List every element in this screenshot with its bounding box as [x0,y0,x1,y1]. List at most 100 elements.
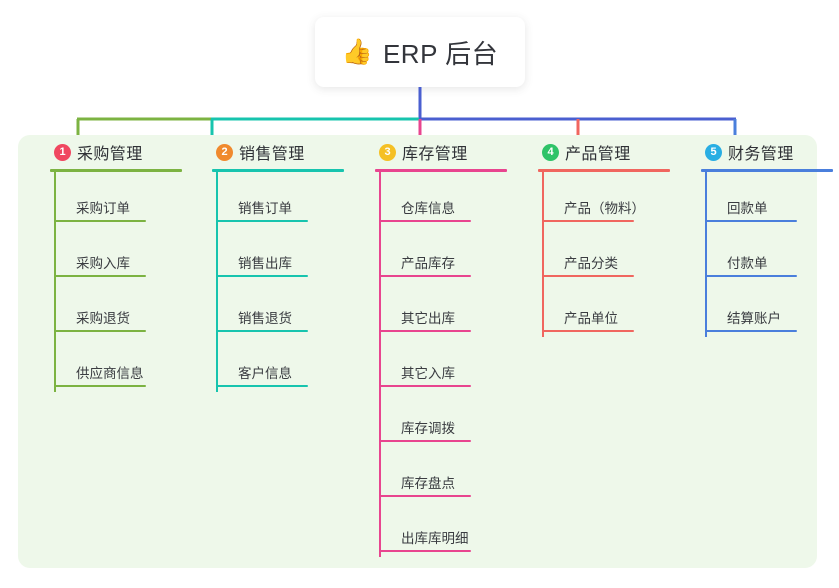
branch-item-underline [542,220,634,222]
branch-spine [542,172,544,337]
branch-header-1[interactable]: 1 采购管理 [36,135,199,169]
branch-column-5: 5 财务管理回款单付款单结算账户 [687,135,839,337]
branch-item-underline [379,440,471,442]
branch-item[interactable]: 销售退货 [216,282,361,337]
branch-item-underline [54,220,146,222]
branch-header-underline [212,169,344,172]
branch-item-label: 其它入库 [401,366,455,381]
branch-item-label: 客户信息 [238,366,292,381]
root-node-content: 👍 ERP 后台 [342,34,498,71]
branch-item-label: 库存盘点 [401,476,455,491]
branch-title: 采购管理 [77,146,143,163]
branch-items: 回款单付款单结算账户 [705,172,839,337]
branch-item-underline [379,275,471,277]
branch-item[interactable]: 库存盘点 [379,447,524,502]
branch-header-5[interactable]: 5 财务管理 [687,135,839,169]
branch-item-label: 销售订单 [238,201,292,216]
branch-item-underline [216,385,308,387]
branch-item-label: 产品（物料） [564,201,645,216]
branch-item-underline [705,275,797,277]
branch-item[interactable]: 客户信息 [216,337,361,392]
branch-item-underline [379,495,471,497]
branch-item[interactable]: 产品（物料） [542,172,687,227]
branch-item-underline [542,330,634,332]
root-node-title: ERP 后台 [382,38,499,69]
branch-item-label: 其它出库 [401,311,455,326]
branch-item-underline [216,220,308,222]
branch-spine [379,172,381,557]
branch-header-underline [538,169,670,172]
branch-item[interactable]: 产品分类 [542,227,687,282]
branch-header-3[interactable]: 3 库存管理 [361,135,524,169]
branch-column-2: 2 销售管理销售订单销售出库销售退货客户信息 [198,135,361,392]
branch-item-underline [705,220,797,222]
branch-item[interactable]: 采购入库 [54,227,199,282]
thumbs-up-icon: 👍 [341,37,373,66]
branch-item-underline [542,275,634,277]
branch-item-label: 付款单 [727,256,768,271]
branch-spine [705,172,707,337]
branch-item[interactable]: 其它出库 [379,282,524,337]
branch-item[interactable]: 其它入库 [379,337,524,392]
branch-header-underline [701,169,833,172]
branch-item[interactable]: 采购退货 [54,282,199,337]
branch-item-label: 销售退货 [238,311,292,326]
branch-item[interactable]: 结算账户 [705,282,839,337]
branch-item[interactable]: 仓库信息 [379,172,524,227]
branch-item-underline [379,550,471,552]
branch-item-label: 仓库信息 [401,201,455,216]
branch-item-underline [54,330,146,332]
branch-title: 销售管理 [239,146,305,163]
branch-item-label: 回款单 [727,201,768,216]
branch-header-2[interactable]: 2 销售管理 [198,135,361,169]
branch-items: 销售订单销售出库销售退货客户信息 [216,172,361,392]
branch-items: 产品（物料） 产品分类产品单位 [542,172,687,337]
branch-item-underline [379,220,471,222]
branch-title: 产品管理 [565,146,631,163]
branch-item[interactable]: 产品单位 [542,282,687,337]
branch-item[interactable]: 付款单 [705,227,839,282]
branch-item-label: 结算账户 [727,311,781,326]
branch-item-label: 产品单位 [564,311,618,326]
branch-header-4[interactable]: 4 产品管理 [524,135,687,169]
branch-number-badge: 1 [54,143,71,161]
branch-item[interactable]: 产品库存 [379,227,524,282]
branch-item[interactable]: 销售出库 [216,227,361,282]
branch-item-label: 采购入库 [76,256,130,271]
branch-item-underline [54,385,146,387]
branch-spine [216,172,218,392]
branch-number-badge: 4 [542,143,559,161]
branch-item[interactable]: 供应商信息 [54,337,199,392]
branch-columns: 1 采购管理采购订单采购入库采购退货供应商信息 2 销售管理销售订单销售出库销售退货客… [18,135,833,568]
branch-title: 库存管理 [402,146,468,163]
branch-items: 采购订单采购入库采购退货供应商信息 [54,172,199,392]
branch-item-label: 库存调拨 [401,421,455,436]
branch-item[interactable]: 回款单 [705,172,839,227]
branch-title: 财务管理 [728,146,794,163]
branch-item-underline [379,330,471,332]
branch-spine [54,172,56,392]
branch-item-label: 产品库存 [401,256,455,271]
branch-item[interactable]: 采购订单 [54,172,199,227]
branch-item-label: 出库库明细 [401,531,469,546]
branch-item-label: 产品分类 [564,256,618,271]
branch-number-badge: 5 [705,143,722,161]
branch-column-4: 4 产品管理产品（物料） 产品分类产品单位 [524,135,687,337]
branch-item-underline [54,275,146,277]
branches-panel: 1 采购管理采购订单采购入库采购退货供应商信息 2 销售管理销售订单销售出库销售退货客… [18,135,833,568]
branch-item-label: 销售出库 [238,256,292,271]
branch-item[interactable]: 库存调拨 [379,392,524,447]
branch-column-3: 3 库存管理仓库信息产品库存其它出库其它入库库存调拨库存盘点出库库明细 [361,135,524,557]
branch-item[interactable]: 销售订单 [216,172,361,227]
branch-item-label: 供应商信息 [76,366,144,381]
root-node-card[interactable]: 👍 ERP 后台 [315,17,525,87]
branch-number-badge: 3 [379,143,396,161]
branch-item[interactable]: 出库库明细 [379,502,524,557]
branch-number-badge: 2 [216,143,233,161]
branch-item-underline [216,330,308,332]
branch-item-label: 采购订单 [76,201,130,216]
branch-header-underline [50,169,182,172]
branch-header-underline [375,169,507,172]
branch-item-underline [705,330,797,332]
branch-column-1: 1 采购管理采购订单采购入库采购退货供应商信息 [36,135,199,392]
